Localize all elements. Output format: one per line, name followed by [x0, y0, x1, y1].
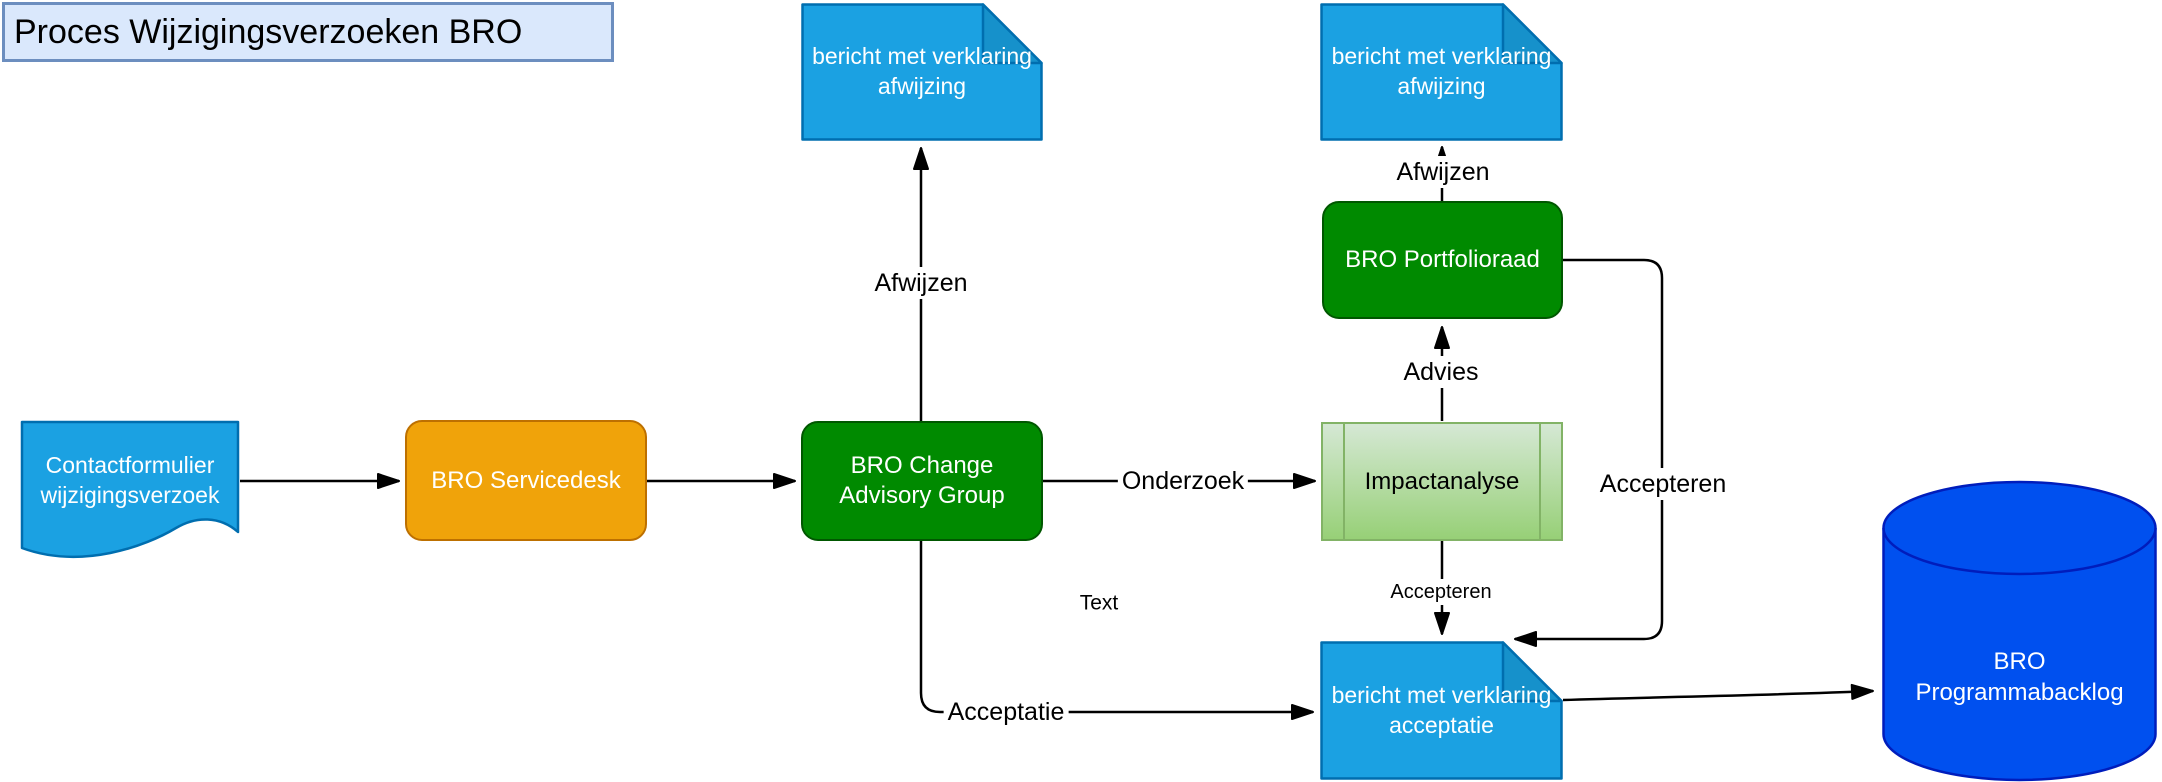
node-bro-change-advisory-group[interactable]: BRO Change Advisory Group [801, 421, 1043, 541]
node-bro-servicedesk[interactable]: BRO Servicedesk [405, 420, 647, 541]
floating-text-label: Text [1075, 589, 1123, 617]
edge-label-afwijzen-portfolioraad: Afwijzen [1392, 156, 1494, 188]
edge-label-accepteren-impactanalyse: Accepteren [1386, 579, 1496, 605]
cylinder-shape [1882, 480, 2157, 782]
process-inner-line-left [1343, 424, 1345, 539]
node-impactanalyse[interactable]: Impactanalyse [1321, 422, 1563, 541]
edge-label-onderzoek: Onderzoek [1117, 465, 1249, 497]
cylinder-top-rim [1882, 527, 2157, 576]
node-bro-programmabacklog[interactable]: BRO Programmabacklog [1881, 480, 2158, 782]
node-label: BRO Programmabacklog [1915, 647, 2124, 706]
node-label: Contactformulier wijzigingsverzoek [40, 452, 220, 508]
node-bericht-verklaring-afwijzing-links[interactable]: bericht met verklaring afwijzing [801, 3, 1043, 141]
node-label: BRO Change Advisory Group [839, 452, 1005, 509]
node-label-wrap: BRO Programmabacklog [1881, 480, 2158, 782]
node-bericht-verklaring-acceptatie[interactable]: bericht met verklaring acceptatie [1320, 641, 1563, 780]
note-fold-corner [1501, 3, 1563, 65]
edge-label-afwijzen-cag: Afwijzen [870, 267, 972, 299]
diagram-title[interactable]: Proces Wijzigingsverzoeken BRO [2, 2, 614, 62]
document-shape [20, 420, 240, 559]
node-label: bericht met verklaring afwijzing [1331, 43, 1552, 99]
edge-cag-acceptatie [919, 541, 1314, 720]
node-label: BRO Servicedesk [431, 466, 621, 494]
node-label-wrap: Contactformulier wijzigingsverzoek [20, 420, 240, 542]
node-label: bericht met verklaring afwijzing [812, 43, 1032, 99]
note-shape [1320, 3, 1563, 141]
edge-label-accepteren-portfolioraad: Accepteren [1595, 468, 1731, 500]
edge-label-advies: Advies [1399, 356, 1483, 388]
node-label-wrap: bericht met verklaring afwijzing [1320, 3, 1563, 141]
node-label: Impactanalyse [1364, 467, 1520, 495]
note-fold-corner [981, 3, 1043, 65]
node-label-wrap: bericht met verklaring acceptatie [1320, 641, 1563, 780]
note-shape [1320, 641, 1563, 780]
edge-label-acceptatie: Acceptatie [943, 696, 1069, 728]
edge-portfolioraad-acceptatie [1514, 258, 1664, 647]
node-label: BRO Portfolioraad [1345, 246, 1540, 273]
process-inner-line-right [1539, 424, 1541, 539]
node-bericht-verklaring-afwijzing-rechts[interactable]: bericht met verklaring afwijzing [1320, 3, 1563, 141]
node-contactformulier-wijzigingsverzoek[interactable]: Contactformulier wijzigingsverzoek [20, 420, 240, 570]
node-label: bericht met verklaring acceptatie [1331, 681, 1552, 738]
node-bro-portfolioraad[interactable]: BRO Portfolioraad [1322, 201, 1563, 319]
note-shape [801, 3, 1043, 141]
node-label-wrap: bericht met verklaring afwijzing [801, 3, 1043, 141]
note-fold-corner [1501, 641, 1563, 703]
diagram-title-text: Proces Wijzigingsverzoeken BRO [14, 12, 523, 51]
edge-acceptatie-programmabacklog [1562, 683, 1874, 702]
